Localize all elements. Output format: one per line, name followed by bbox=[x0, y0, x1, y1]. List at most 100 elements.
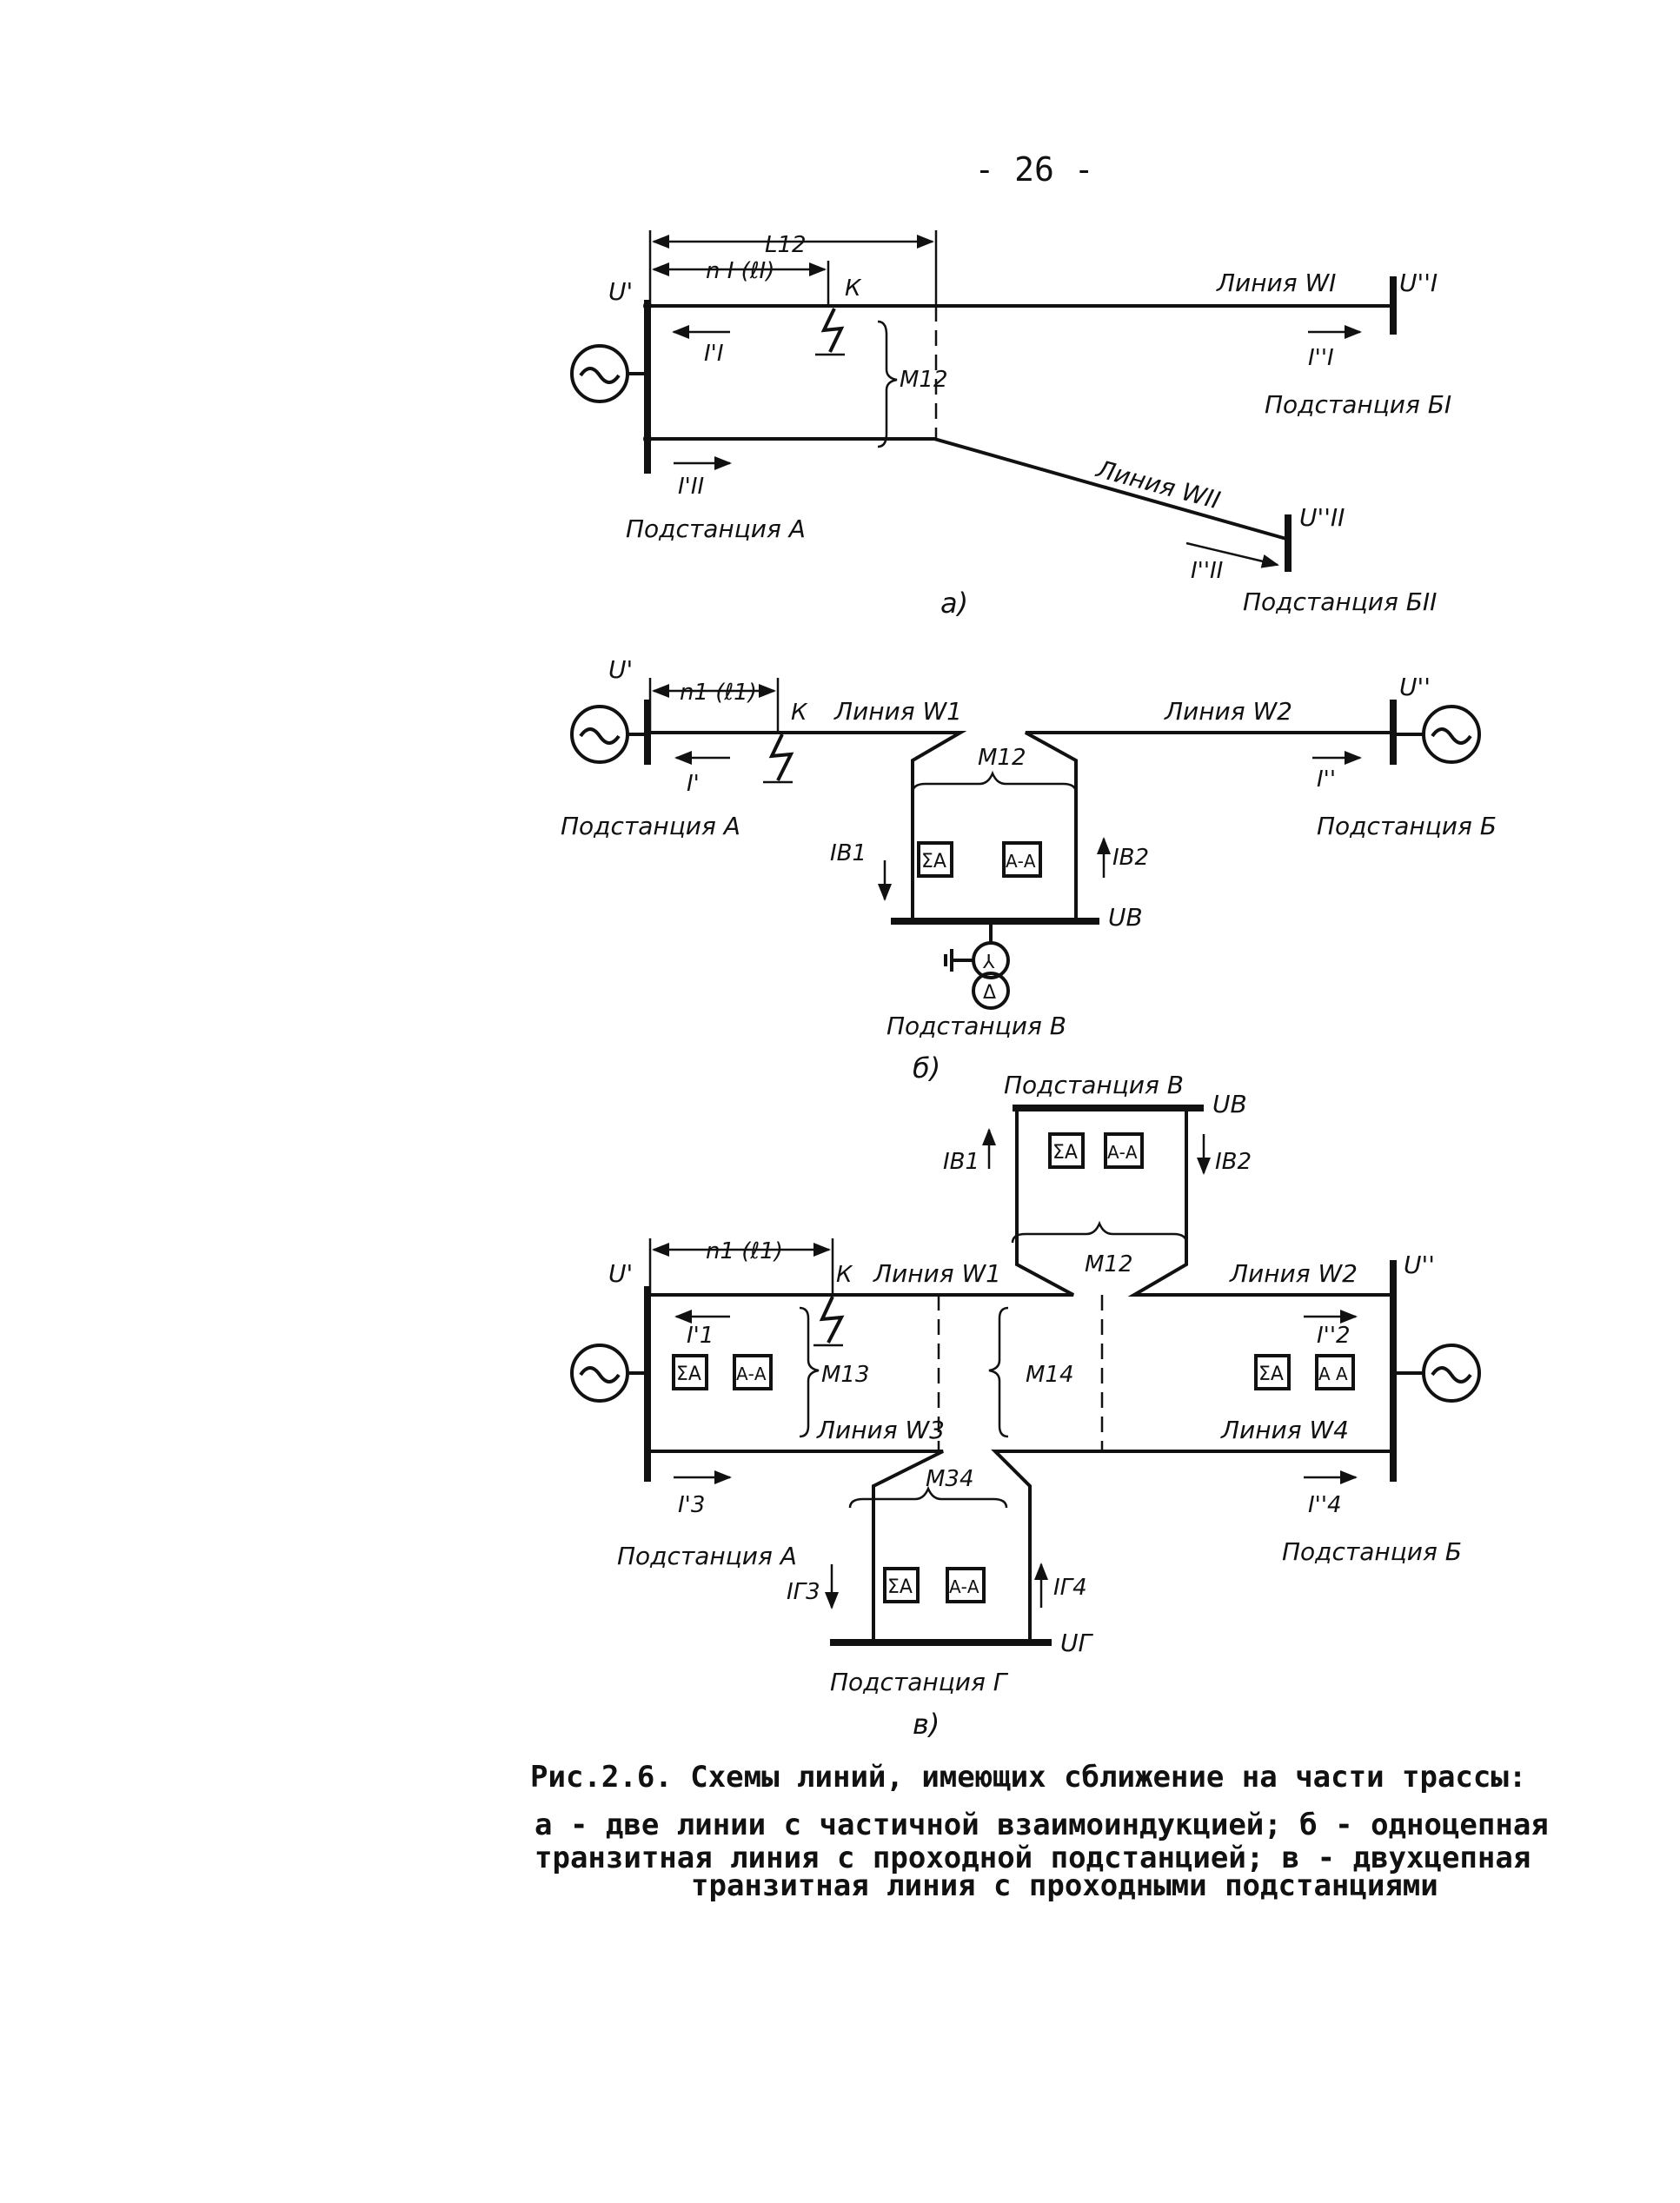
line-2-label: Линия WII bbox=[1092, 455, 1223, 515]
generator-right-icon bbox=[1393, 705, 1481, 764]
line-1-label: Линия W1 bbox=[873, 1259, 1001, 1288]
length-label: L12 bbox=[765, 232, 807, 258]
current-1v: IВ1 bbox=[830, 840, 867, 866]
current-2-recv: I''II bbox=[1191, 558, 1223, 584]
svg-text:⅄: ⅄ bbox=[983, 952, 995, 973]
voltage-recv-2: U''II bbox=[1299, 503, 1345, 532]
diagram-v: Подстанция В UВ ΣА А-А IВ1 IВ2 UГ bbox=[570, 1071, 1481, 1741]
caption-a: а) bbox=[940, 587, 968, 620]
current-1-send: I'I bbox=[704, 341, 723, 367]
current-3-send: I'3 bbox=[678, 1492, 705, 1518]
substation-b1-label: Подстанция БI bbox=[1265, 390, 1451, 419]
voltage-recv: U'' bbox=[1399, 673, 1431, 701]
fault-icon bbox=[819, 1296, 845, 1344]
current-1-send: I'1 bbox=[687, 1323, 714, 1349]
line-w1 bbox=[647, 731, 967, 919]
mutual-13: M13 bbox=[821, 1362, 870, 1388]
caption-v: в) bbox=[913, 1708, 940, 1741]
line-1-label: Линия WI bbox=[1216, 269, 1336, 297]
fault-icon bbox=[820, 308, 845, 353]
current-2-recv: I''2 bbox=[1317, 1323, 1351, 1349]
svg-text:А-А: А-А bbox=[1107, 1142, 1138, 1163]
svg-text:А-А: А-А bbox=[736, 1364, 767, 1384]
current-recv: I'' bbox=[1317, 766, 1336, 793]
line-w2 bbox=[1127, 1108, 1393, 1297]
svg-text:А-А: А-А bbox=[1006, 851, 1036, 872]
diagram-a: L12 n I (ℓI) К M12 U' U''I U''II I'I I''… bbox=[570, 230, 1451, 620]
relay-sum-box-bottom bbox=[883, 1567, 920, 1603]
distance-label: n1 (ℓ1) bbox=[680, 680, 757, 706]
mutual-label: M12 bbox=[900, 367, 948, 393]
relay-sum-box-right bbox=[1254, 1354, 1291, 1390]
relay-sum-box-left bbox=[672, 1354, 708, 1390]
figure-caption-line-3: транзитная линия с проходной подстанцией… bbox=[535, 1841, 1531, 1875]
line-2-label: Линия W2 bbox=[1229, 1259, 1358, 1288]
mutual-34: M34 bbox=[926, 1466, 974, 1492]
current-2v: IВ2 bbox=[1215, 1149, 1252, 1175]
current-4-recv: I''4 bbox=[1308, 1492, 1342, 1518]
substation-g-label: Подстанция Г bbox=[830, 1668, 1009, 1696]
relay-aa-box-right bbox=[1315, 1354, 1355, 1390]
generator-right-icon bbox=[1393, 1344, 1481, 1403]
voltage-recv: U'' bbox=[1404, 1251, 1435, 1279]
transformer-icon: ⅄ Δ bbox=[944, 941, 1010, 1010]
mutual-14: M14 bbox=[1026, 1362, 1074, 1388]
fault-label: К bbox=[791, 700, 808, 726]
voltage-sending: U' bbox=[608, 1259, 633, 1288]
mutual-label: M12 bbox=[978, 745, 1026, 771]
svg-text:ΣА: ΣА bbox=[676, 1364, 701, 1385]
diagram-b: ⅄ Δ ΣА А-А M12 К n1 (ℓ1) U' U'' UВ Линия… bbox=[561, 655, 1497, 1085]
voltage-sending: U' bbox=[608, 655, 633, 684]
substation-a-label: Подстанция А bbox=[617, 1542, 797, 1570]
voltage-sending: U' bbox=[608, 277, 633, 306]
generator-left-icon bbox=[570, 1344, 647, 1403]
relay-sum-box-top bbox=[1048, 1132, 1085, 1169]
current-4g: IГ4 bbox=[1053, 1575, 1087, 1601]
substation-b-label: Подстанция Б bbox=[1282, 1537, 1462, 1566]
relay-aa-box-top bbox=[1104, 1132, 1144, 1169]
relay-aa-box-bottom bbox=[946, 1567, 986, 1603]
caption-b: б) bbox=[913, 1052, 940, 1085]
figure-caption-line-1: Рис.2.6. Схемы линий, имеющих сближение … bbox=[530, 1760, 1527, 1795]
line-4-label: Линия W4 bbox=[1220, 1416, 1349, 1444]
voltage-recv-1: U''I bbox=[1399, 269, 1438, 297]
line-w1 bbox=[647, 1108, 1074, 1297]
distance-label: n I (ℓI) bbox=[706, 258, 774, 284]
figure-caption-line-2: а - две линии с частичной взаимоиндукцие… bbox=[535, 1808, 1549, 1842]
figure-caption-line-4: транзитная линия с проходными подстанция… bbox=[691, 1868, 1438, 1903]
current-2v: IВ2 bbox=[1112, 845, 1149, 871]
voltage-v: UВ bbox=[1212, 1090, 1247, 1118]
current-1-recv: I''I bbox=[1308, 345, 1334, 371]
line-w3 bbox=[647, 1450, 944, 1642]
svg-text:Δ: Δ bbox=[983, 982, 996, 1004]
line-1-label: Линия W1 bbox=[833, 697, 962, 726]
current-2-send: I'II bbox=[678, 474, 704, 500]
relay-aa-box bbox=[1002, 841, 1042, 878]
voltage-g: UГ bbox=[1060, 1629, 1093, 1657]
generator-icon bbox=[570, 344, 647, 403]
current-3g: IГ3 bbox=[787, 1579, 820, 1605]
svg-text:ΣА: ΣА bbox=[1052, 1142, 1078, 1164]
page-number: - 26 - bbox=[974, 150, 1093, 189]
substation-b-label: Подстанция Б bbox=[1317, 812, 1497, 840]
svg-text:А А: А А bbox=[1318, 1364, 1348, 1384]
line-w2 bbox=[647, 437, 1287, 541]
relay-sum-box bbox=[917, 841, 953, 878]
substation-b2-label: Подстанция БII bbox=[1243, 587, 1437, 616]
line-w4 bbox=[991, 1450, 1393, 1642]
fault-label: К bbox=[845, 275, 862, 302]
substation-a-label: Подстанция А bbox=[561, 812, 740, 840]
line-w2 bbox=[1025, 731, 1393, 919]
current-1v: IВ1 bbox=[943, 1149, 979, 1175]
generator-left-icon bbox=[570, 705, 647, 764]
line-3-label: Линия W3 bbox=[816, 1416, 945, 1444]
current-send: I' bbox=[687, 771, 700, 797]
substation-v-label: Подстанция В bbox=[1004, 1071, 1184, 1099]
svg-text:ΣА: ΣА bbox=[887, 1576, 913, 1598]
svg-text:ΣА: ΣА bbox=[921, 851, 946, 873]
svg-text:ΣА: ΣА bbox=[1258, 1364, 1284, 1385]
relay-aa-box-left bbox=[733, 1354, 773, 1390]
line-2-label: Линия W2 bbox=[1164, 697, 1292, 726]
fault-icon bbox=[768, 733, 794, 781]
